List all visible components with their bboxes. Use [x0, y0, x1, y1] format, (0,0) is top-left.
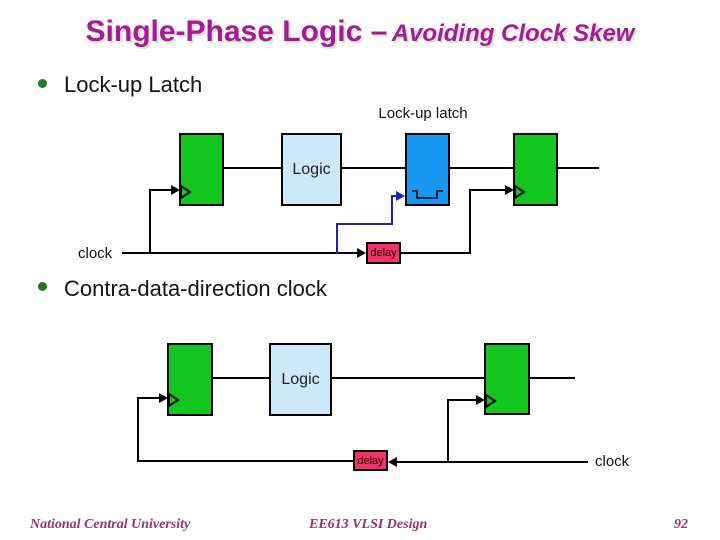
diagram1-early-clock-wire [336, 223, 393, 225]
diagram1-clock-branch-wire [149, 190, 151, 254]
diagram1-clock-branch-wire [149, 189, 172, 191]
diagram1-data-wire [222, 167, 283, 169]
clock-notch-icon [169, 393, 180, 407]
diagram2-clock-wire [396, 461, 588, 463]
slide-title: Single-Phase Logic – Avoiding Clock Skew [0, 15, 720, 49]
diagram1-data-wire [556, 167, 599, 169]
diagram2-clock-branch-wire [447, 399, 477, 401]
diagram1-delayed-clock-wire [401, 252, 471, 254]
diagram2-flipflop-right [484, 343, 530, 415]
diagram2-flipflop-left [167, 343, 213, 416]
diagram2-data-wire [211, 377, 271, 379]
diagram1-early-clock-wire [336, 224, 338, 254]
diagram2-logic-box: Logic [269, 343, 332, 416]
diagram2-clock-branch-wire [447, 400, 449, 463]
clock-notch-icon [515, 185, 526, 199]
diagram1-flipflop-left [179, 133, 224, 206]
diagram1-early-clock-wire [391, 196, 393, 225]
footer-course: EE613 VLSI Design [309, 517, 428, 532]
arrowhead-icon [357, 248, 366, 258]
arrowhead-icon [505, 185, 514, 195]
bullet-icon [38, 282, 47, 291]
diagram2-data-wire [330, 377, 486, 379]
diagram2-clock-label: clock [595, 453, 630, 470]
diagram1-flipflop-right [513, 133, 558, 206]
arrowhead-icon [159, 393, 168, 403]
diagram1-lockup-latch-box [405, 133, 450, 206]
page-number: 92 [674, 517, 688, 532]
diagram1-delay-label: delay [370, 247, 397, 259]
bullet-1-label: Lock-up Latch [64, 72, 203, 97]
clock-notch-icon [486, 394, 497, 408]
bullet-2-label: Contra-data-direction clock [64, 276, 327, 301]
diagram2-delayed-clock-wire [137, 398, 139, 462]
diagram1-logic-label: Logic [292, 160, 331, 178]
diagram2-delayed-clock-wire [137, 460, 353, 462]
diagram2-delayed-clock-wire [137, 397, 161, 399]
pulse-waveform-icon [412, 190, 443, 199]
bullet-icon [38, 79, 47, 88]
diagram1-early-clock-wire [391, 195, 398, 197]
arrowhead-icon [476, 395, 485, 405]
slide-title-subtitle: Avoiding Clock Skew [391, 20, 635, 47]
diagram1-delay-box: delay [366, 242, 401, 264]
diagram2-data-wire [528, 377, 575, 379]
clock-notch-icon [181, 185, 192, 199]
footer-university: National Central University [30, 517, 191, 532]
arrowhead-icon [171, 185, 180, 195]
diagram1-data-wire [448, 167, 515, 169]
arrowhead-icon [388, 457, 397, 467]
diagram1-caption: Lock-up latch [378, 105, 468, 122]
diagram1-delayed-clock-wire [469, 189, 506, 191]
diagram2-logic-label: Logic [281, 370, 320, 388]
diagram1-logic-box: Logic [281, 133, 342, 206]
diagram2-delay-label: delay [357, 454, 384, 467]
diagram2-delay-box: delay [353, 450, 388, 471]
slide-title-main: Single-Phase Logic – [85, 15, 388, 48]
diagram1-data-wire [340, 167, 407, 169]
arrowhead-icon [396, 191, 405, 201]
diagram1-clock-wire [122, 252, 359, 254]
diagram1-clock-label: clock [78, 245, 113, 262]
diagram1-delayed-clock-wire [469, 190, 471, 254]
